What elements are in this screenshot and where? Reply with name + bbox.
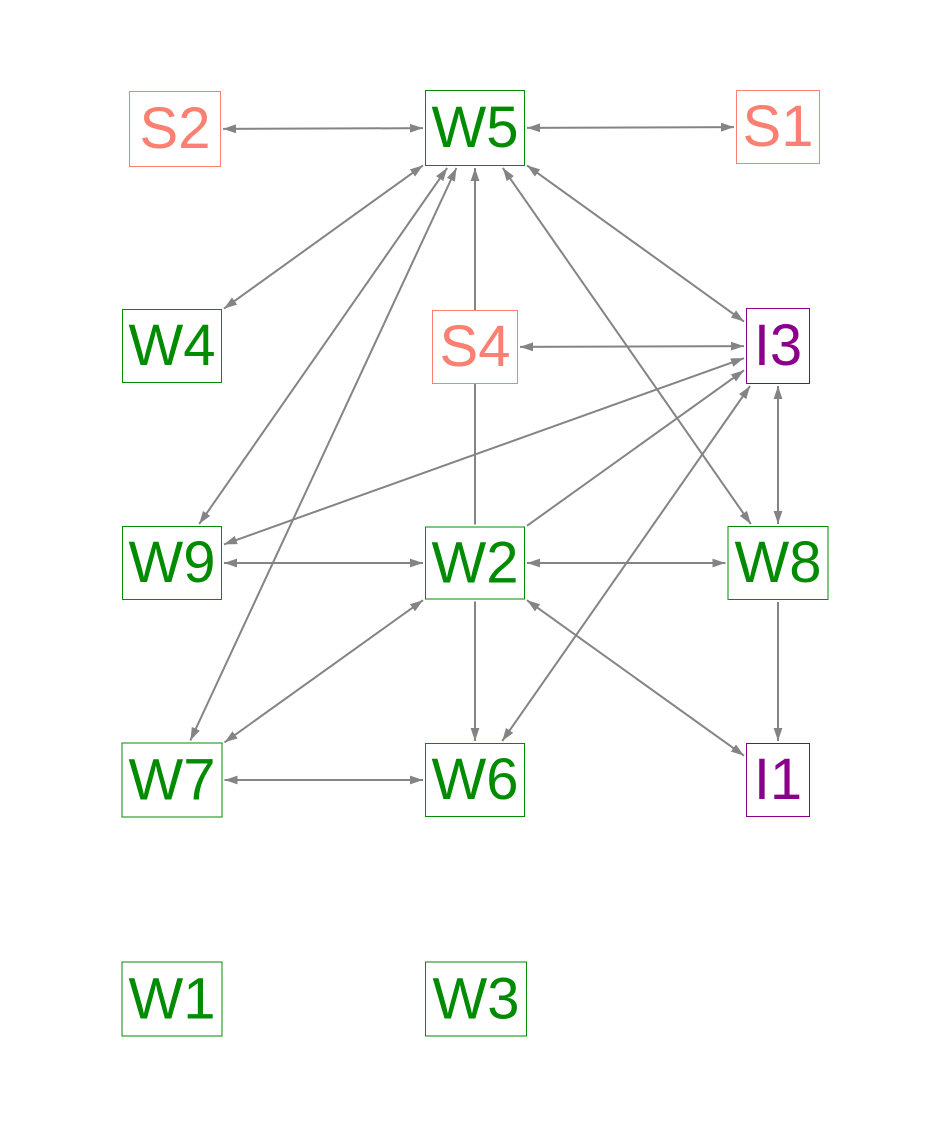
edge-I3-W5 [526, 164, 745, 323]
node-w1: W1 [121, 961, 223, 1037]
node-i1: I1 [746, 743, 810, 817]
edge-W7-W2 [223, 599, 424, 744]
node-w8: W8 [727, 526, 829, 600]
node-w3: W3 [425, 961, 527, 1037]
node-s4: S4 [432, 310, 518, 384]
edge-W5-S1 [526, 122, 735, 133]
node-i3: I3 [746, 308, 810, 384]
edge-W7-W5 [189, 167, 458, 741]
edge-W2-I1 [526, 599, 745, 757]
node-w6: W6 [425, 743, 525, 817]
node-s1: S1 [736, 90, 820, 164]
node-w2: W2 [425, 526, 525, 600]
node-w7: W7 [121, 742, 223, 818]
edge-W4-W5 [223, 164, 424, 310]
edge-W2-I3 [526, 369, 745, 527]
edge-S4-I3 [519, 341, 745, 352]
node-w5: W5 [425, 90, 525, 166]
node-w4: W4 [122, 309, 222, 383]
edge-W9-W5 [198, 167, 448, 525]
edge-S2-W5 [222, 123, 424, 134]
node-w9: W9 [122, 526, 222, 600]
node-s2: S2 [129, 91, 221, 167]
edge-W9-I3 [223, 357, 745, 546]
